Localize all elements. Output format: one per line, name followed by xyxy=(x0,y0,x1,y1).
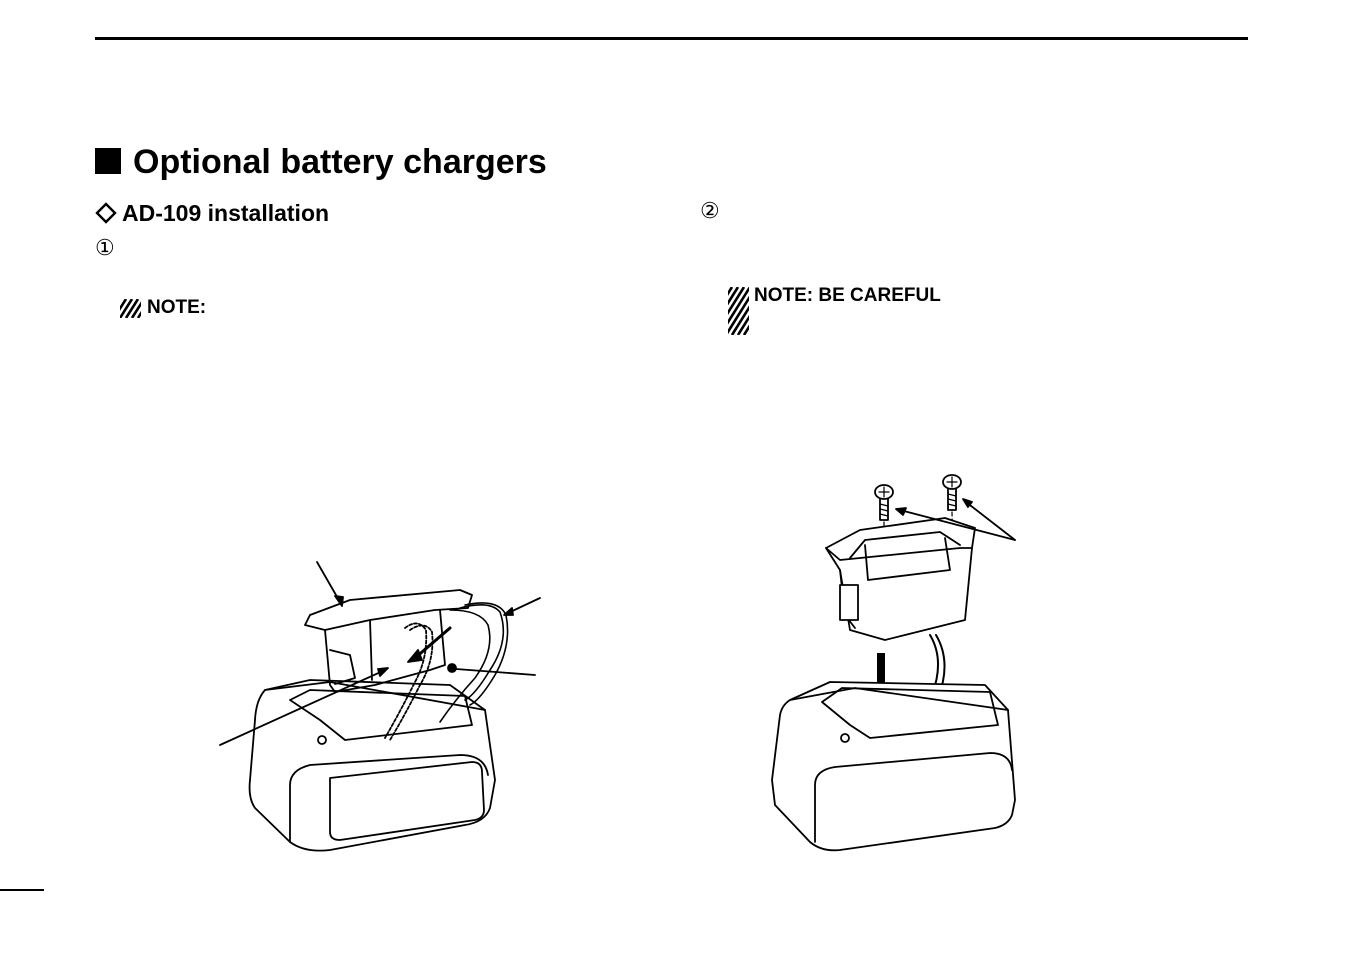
step-2-marker: ② xyxy=(700,198,720,223)
hatched-note-icon xyxy=(728,287,749,335)
section-title-text: Optional battery chargers xyxy=(133,143,547,181)
charger-adapter-insertion-illustration xyxy=(219,561,541,852)
diamond-outline-icon xyxy=(95,202,117,224)
subsection-title: AD-109 installation xyxy=(95,198,330,228)
note-label-left: NOTE: xyxy=(147,297,207,318)
footer-rule xyxy=(0,889,44,891)
step-1-marker: ① xyxy=(95,235,115,260)
header-rule xyxy=(95,37,1248,40)
charger-adapter-screws-illustration xyxy=(771,474,1016,852)
note-label-right: NOTE: BE CAREFUL xyxy=(754,285,941,306)
section-title: Optional battery chargers xyxy=(95,140,547,184)
black-square-icon xyxy=(95,148,121,175)
subsection-title-text: AD-109 installation xyxy=(122,200,330,226)
hatched-note-icon xyxy=(120,299,141,318)
